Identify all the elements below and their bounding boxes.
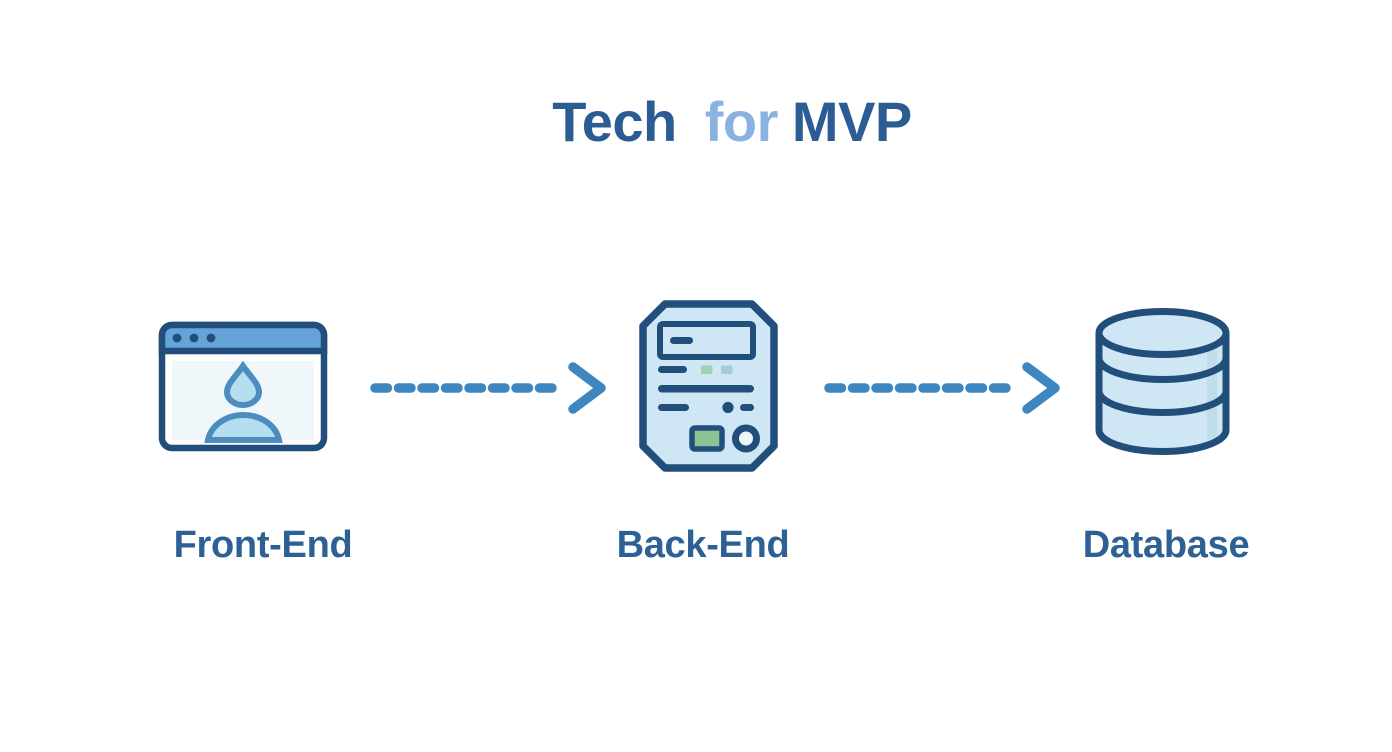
database-cylinder-icon <box>1095 308 1230 456</box>
browser-user-icon <box>158 321 328 452</box>
server-icon <box>639 300 778 472</box>
dashed-arrow-icon <box>370 362 606 414</box>
dashed-arrow-icon <box>824 362 1060 414</box>
database-cylinder-icon-svg <box>1095 308 1230 455</box>
node-label-database: Database <box>1082 524 1250 566</box>
dashed-arrow-back-to-database <box>822 360 1062 416</box>
browser-user-icon-svg <box>158 321 328 452</box>
server-icon-svg <box>639 300 778 472</box>
title-word-for: for <box>704 90 779 153</box>
node-label-back-end: Back-End <box>616 524 790 566</box>
node-label-front-end: Front-End <box>173 524 353 566</box>
title-word-tech: Tech <box>552 90 677 153</box>
dashed-arrow-front-to-back <box>368 360 608 416</box>
title-word-mvp: MVP <box>791 90 912 153</box>
